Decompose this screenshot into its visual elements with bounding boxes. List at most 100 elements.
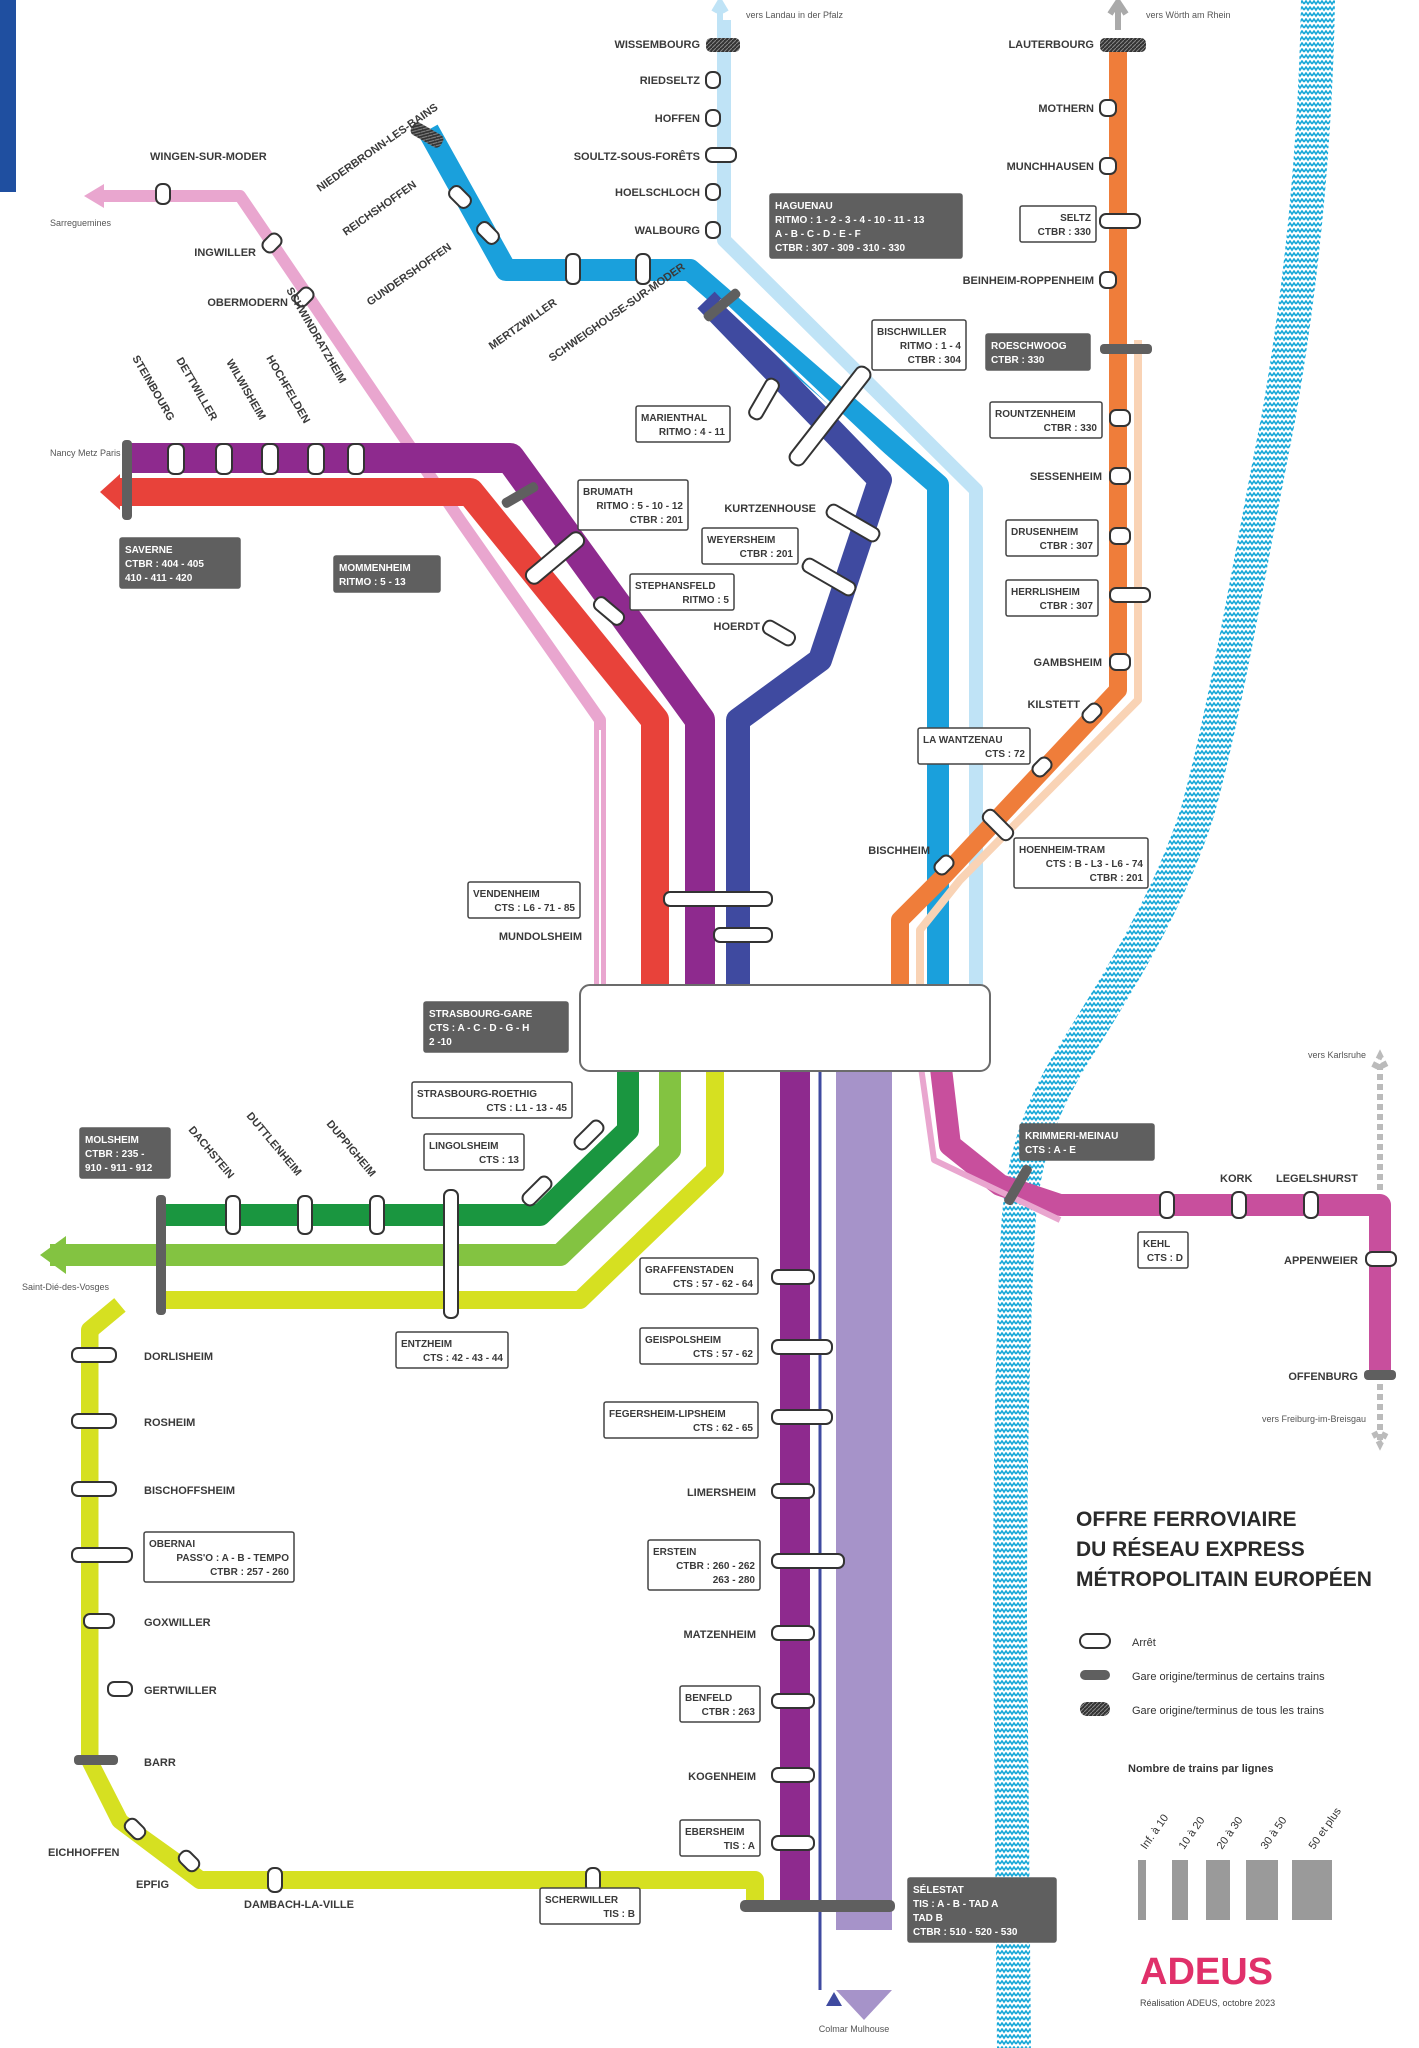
- stop-geispolsheim[interactable]: [771, 1339, 833, 1355]
- stop-kilstett[interactable]: [1080, 701, 1104, 725]
- stop-eichhoffen[interactable]: [122, 1816, 147, 1841]
- stop-beinheim[interactable]: [1099, 271, 1117, 289]
- stop-goxwiller[interactable]: [83, 1613, 115, 1629]
- stop-erstein[interactable]: [771, 1553, 845, 1569]
- stop-epfig[interactable]: [176, 1848, 201, 1873]
- stop-sessenheim[interactable]: [1109, 467, 1131, 485]
- stop-marienthal[interactable]: [747, 376, 781, 421]
- stop-wingen[interactable]: [155, 183, 171, 205]
- wissembourg-terminus[interactable]: [706, 38, 740, 52]
- krimmeri-terminus[interactable]: [1003, 1163, 1034, 1206]
- stop-dachstein[interactable]: [225, 1195, 241, 1235]
- stop-hoerdt[interactable]: [761, 618, 797, 647]
- stop-gertwiller[interactable]: [107, 1681, 133, 1697]
- stop-lingolsheim[interactable]: [520, 1174, 554, 1208]
- stop-soultz[interactable]: [705, 147, 737, 163]
- stop-gundershoffen[interactable]: [475, 220, 502, 247]
- stop-steinbourg[interactable]: [167, 443, 185, 475]
- stop-munchhausen[interactable]: [1099, 157, 1117, 175]
- stop-la-wantzenau[interactable]: [1030, 755, 1054, 779]
- stop-matzenheim[interactable]: [771, 1625, 815, 1641]
- stop-kehl[interactable]: [1159, 1191, 1175, 1219]
- stop-dambach[interactable]: [267, 1867, 283, 1893]
- stop-herrlisheim[interactable]: [1109, 587, 1151, 603]
- stop-graffenstaden[interactable]: [771, 1269, 815, 1285]
- stop-bischwiller[interactable]: [787, 364, 873, 468]
- stop-obernai[interactable]: [71, 1547, 133, 1563]
- stop-legelshurst[interactable]: [1303, 1191, 1319, 1219]
- stop-vendenheim[interactable]: [663, 891, 773, 907]
- barr-terminus[interactable]: [74, 1755, 118, 1765]
- stop-hoenheim[interactable]: [980, 807, 1015, 842]
- niederbronn-terminus[interactable]: [409, 120, 445, 149]
- stop-gambsheim[interactable]: [1109, 653, 1131, 671]
- selestat-terminus[interactable]: [740, 1900, 895, 1912]
- molsheim-terminus[interactable]: [156, 1195, 166, 1315]
- stop-fegersheim[interactable]: [771, 1409, 833, 1425]
- stop-riedseltz[interactable]: [705, 71, 721, 89]
- stop-bischheim[interactable]: [932, 853, 956, 877]
- stop-hoelschloch[interactable]: [705, 183, 721, 201]
- stop-stephansfeld[interactable]: [591, 595, 626, 628]
- saverne-terminus[interactable]: [122, 440, 132, 520]
- stop-rosheim[interactable]: [71, 1413, 117, 1429]
- stop-mundolsheim[interactable]: [713, 927, 773, 943]
- stop-kork[interactable]: [1231, 1191, 1247, 1219]
- stop-limersheim[interactable]: [771, 1483, 815, 1499]
- stop-reichshoffen[interactable]: [447, 184, 474, 211]
- stop-schwindratzheim[interactable]: [347, 443, 365, 475]
- haguenau-terminus[interactable]: [702, 287, 742, 323]
- stop-duttlenheim[interactable]: [297, 1195, 313, 1235]
- stop-brumath[interactable]: [523, 529, 587, 586]
- offenburg-terminus[interactable]: [1364, 1370, 1396, 1380]
- stop-dettwiller[interactable]: [215, 443, 233, 475]
- stop-walbourg[interactable]: [705, 221, 721, 239]
- stop-obermodern[interactable]: [292, 285, 316, 309]
- stop-weyersheim[interactable]: [800, 556, 857, 597]
- stop-drusenheim[interactable]: [1109, 527, 1131, 545]
- stop-mothern[interactable]: [1099, 99, 1117, 117]
- stop-kurtzenhouse[interactable]: [824, 502, 881, 543]
- stop-benfeld[interactable]: [771, 1693, 815, 1709]
- stop-mertzwiller[interactable]: [565, 253, 581, 285]
- stop-appenweier[interactable]: [1365, 1251, 1397, 1267]
- stop-kogenheim[interactable]: [771, 1767, 815, 1783]
- stop-duppigheim[interactable]: [369, 1195, 385, 1235]
- stop-roethig[interactable]: [572, 1118, 606, 1152]
- lauterbourg-terminus[interactable]: [1100, 38, 1146, 52]
- stop-ebersheim[interactable]: [771, 1835, 815, 1851]
- roeschwoog-terminus[interactable]: [1100, 344, 1152, 354]
- stop-rountzenheim[interactable]: [1109, 409, 1131, 427]
- stop-schweighouse[interactable]: [635, 253, 651, 285]
- stop-ingwiller[interactable]: [260, 231, 284, 255]
- strasbourg-gare-hub[interactable]: [579, 984, 991, 1072]
- stop-wilwisheim[interactable]: [261, 443, 279, 475]
- stop-entzheim[interactable]: [443, 1189, 459, 1319]
